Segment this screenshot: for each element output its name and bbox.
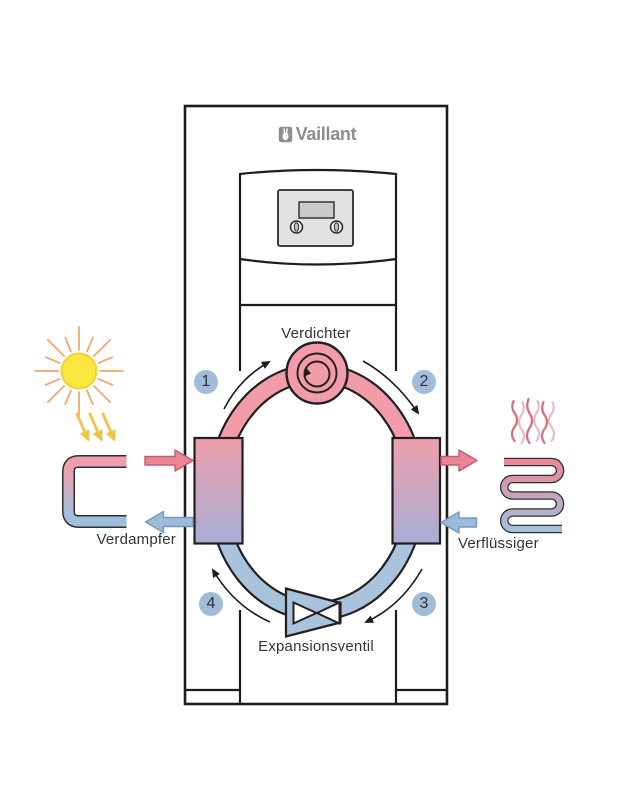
vaillant-logo-icon	[278, 126, 292, 143]
flow-arc-1	[223, 361, 271, 410]
cold-brine-out-arrow	[144, 510, 194, 534]
vaillant-logo-text: Vaillant	[295, 124, 357, 144]
step-number-1: 1	[201, 373, 211, 390]
expansion-valve-label: Expansionsventil	[258, 638, 374, 655]
step-badge-3: 3	[412, 592, 436, 616]
step-badge-4: 4	[199, 592, 223, 616]
expansion-valve-icon	[284, 587, 342, 638]
warm-brine-in-arrow	[144, 449, 194, 472]
evaporator-label: Verdampfer	[96, 531, 176, 548]
step-number-4: 4	[206, 595, 216, 612]
solar-radiation-arrows	[75, 412, 116, 442]
condenser-heat-exchanger	[391, 436, 442, 545]
compressor-label: Verdichter	[281, 325, 351, 342]
compressor-icon	[285, 341, 349, 405]
step-badge-1: 1	[194, 370, 218, 394]
display-screen	[298, 201, 335, 219]
heat-waves-icon	[510, 397, 556, 445]
step-number-2: 2	[419, 373, 429, 390]
heating-coil-icon	[500, 457, 565, 534]
flow-arc-2	[362, 360, 420, 415]
step-number-3: 3	[419, 595, 429, 612]
return-water-in-arrow	[440, 511, 478, 534]
right-knob	[329, 220, 344, 234]
control-panel	[277, 189, 354, 247]
condenser-label: Verflüssiger	[458, 535, 539, 552]
vaillant-logo: Vaillant	[237, 124, 397, 145]
flow-direction-arrows	[211, 360, 423, 623]
compressor-rotation-arrow	[303, 367, 311, 377]
hot-water-out-arrow	[440, 449, 478, 472]
panel-top-curve	[239, 168, 397, 176]
panel-bottom-curve	[239, 257, 397, 266]
brine-loop-pipe	[62, 455, 127, 528]
evaporator-heat-exchanger	[193, 436, 244, 545]
step-badge-2: 2	[412, 370, 436, 394]
left-knob	[289, 220, 304, 234]
sun-icon	[34, 326, 124, 416]
flow-arc-4	[211, 568, 271, 623]
flow-arc-3	[364, 568, 423, 623]
